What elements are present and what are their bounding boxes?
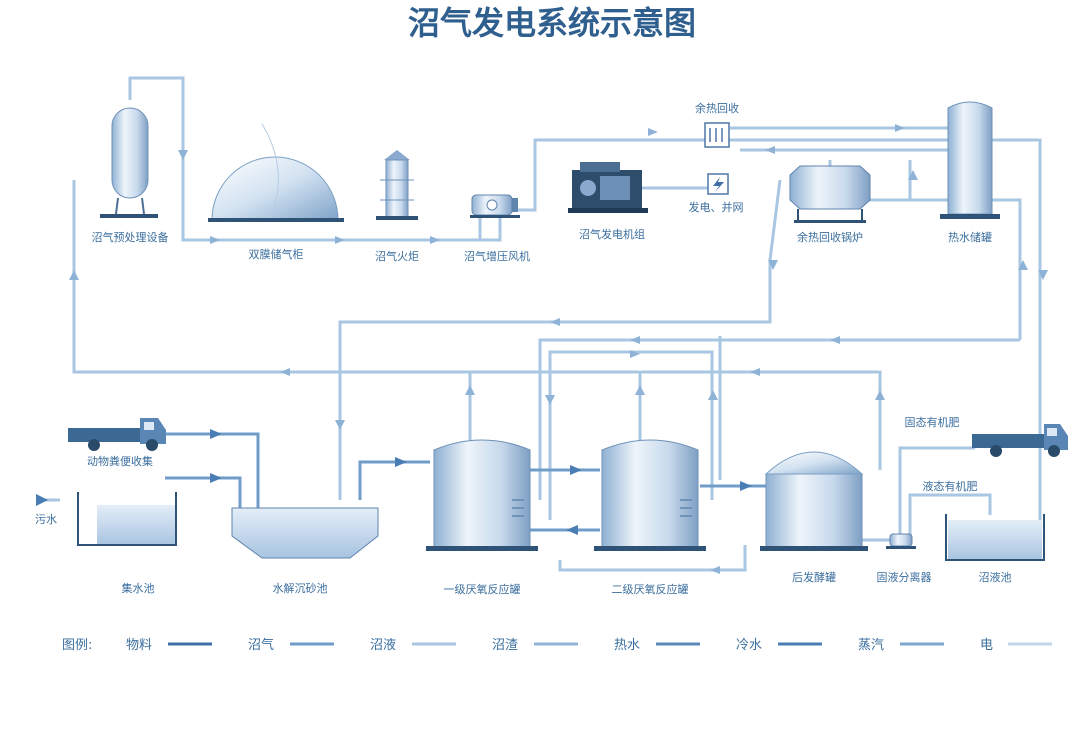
legend-label: 物料 (126, 638, 152, 653)
power-grid-icon (707, 173, 729, 195)
label-liquid-fertilizer: 液态有机肥 (923, 479, 978, 493)
label-separator: 固液分离器 (877, 570, 932, 584)
label-flare: 沼气火炬 (375, 249, 419, 263)
gas-holder-dome (208, 123, 344, 222)
legend-label: 沼气 (248, 637, 274, 653)
pretreatment-vessel (100, 107, 158, 218)
legend-label: 冷水 (736, 638, 762, 653)
manure-truck (68, 418, 166, 451)
legend-label: 沼液 (370, 638, 396, 653)
label-sewage: 污水 (35, 513, 57, 526)
heat-recovery-exchanger (704, 122, 730, 148)
label-solid-fertilizer: 固态有机肥 (905, 415, 960, 429)
generator-set (568, 162, 648, 213)
legend-label: 热水 (614, 638, 640, 653)
waste-heat-boiler (789, 165, 871, 223)
label-slurry-tank: 沼液池 (979, 570, 1012, 584)
label-pretreatment: 沼气预处理设备 (92, 230, 169, 244)
page-title: 沼气发电系统示意图 (408, 4, 696, 42)
flow-arrows (69, 124, 1048, 574)
label-gas-holder: 双膜储气柜 (249, 247, 304, 261)
legend: 图例: 物料 沼气 沼液 沼渣 热水 冷水 蒸汽 电 (62, 637, 1052, 653)
flare-stack (376, 150, 418, 220)
label-hot-water-tank: 热水储罐 (948, 230, 992, 244)
slurry-tank (945, 514, 1045, 561)
label-post-ferment: 后发酵罐 (792, 570, 836, 584)
legend-label: 电 (980, 638, 993, 653)
solid-liquid-separator (886, 533, 916, 549)
label-boiler: 余热回收锅炉 (797, 230, 863, 244)
anaerobic-reactor-2 (594, 439, 706, 551)
legend-label: 蒸汽 (858, 638, 884, 653)
label-grid: 发电、并网 (689, 200, 744, 214)
label-generator: 沼气发电机组 (579, 227, 645, 241)
label-reactor1: 一级厌氧反应罐 (444, 582, 521, 596)
post-fermentation-tank (760, 451, 868, 551)
hydrolysis-tank (231, 507, 379, 559)
fertilizer-truck (972, 424, 1068, 457)
hot-water-tank (940, 101, 1000, 219)
booster-fan (470, 194, 520, 218)
legend-label: 沼渣 (492, 638, 518, 653)
label-booster: 沼气增压风机 (464, 249, 530, 263)
legend-title: 图例: (62, 638, 92, 653)
label-manure: 动物粪便收集 (87, 454, 153, 468)
material-arrows (36, 429, 752, 535)
collection-tank (77, 492, 177, 546)
label-heat-recovery: 余热回收 (695, 101, 739, 115)
anaerobic-reactor-1 (426, 439, 538, 551)
label-reactor2: 二级厌氧反应罐 (612, 582, 689, 596)
label-hydrolysis: 水解沉砂池 (273, 581, 328, 595)
label-collection-tank: 集水池 (122, 581, 155, 595)
